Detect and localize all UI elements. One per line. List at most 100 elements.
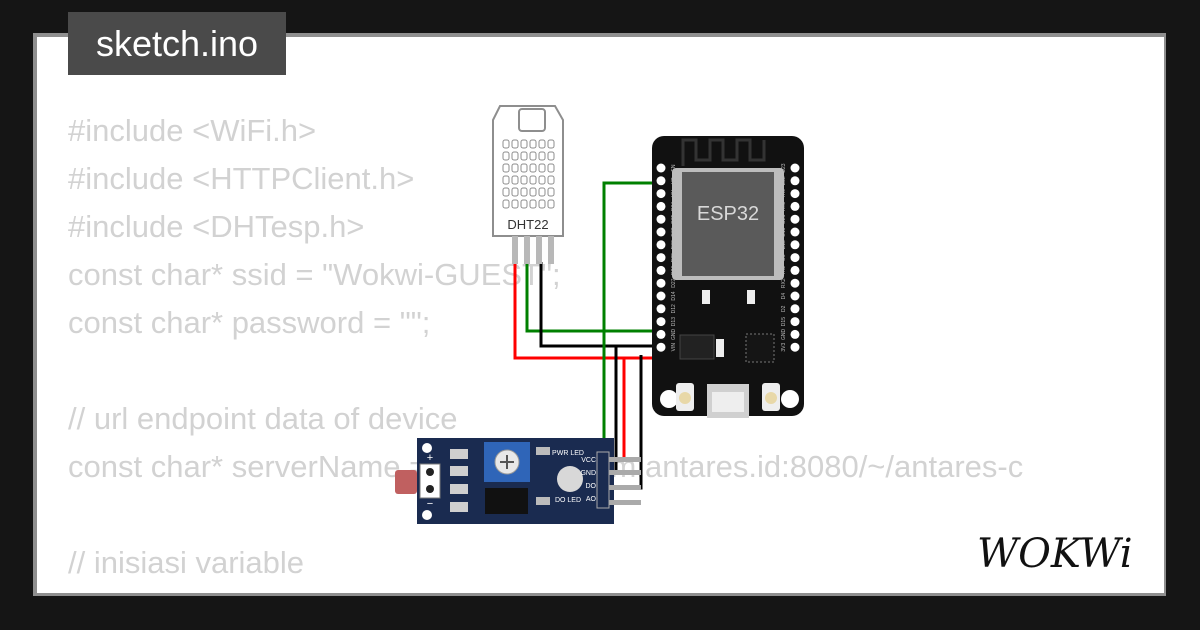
vent-slot bbox=[547, 163, 555, 173]
code-line: // url endpoint data of device bbox=[68, 401, 458, 436]
esp32-pin-pad[interactable] bbox=[656, 240, 666, 250]
esp32-pin-pad[interactable] bbox=[790, 342, 800, 352]
vent-slot bbox=[520, 151, 528, 161]
esp32-pin-pad[interactable] bbox=[656, 291, 666, 301]
vent-slot bbox=[529, 199, 537, 209]
dht22-vent-grid bbox=[502, 139, 555, 209]
esp32-pin-pad[interactable] bbox=[656, 304, 666, 314]
esp32-pin-pad[interactable] bbox=[656, 342, 666, 352]
esp32-pin-label: D2 bbox=[781, 305, 787, 312]
esp32-pin-pad[interactable] bbox=[656, 201, 666, 211]
ldr-pin-label: AO bbox=[586, 496, 597, 503]
esp32-pin-pad[interactable] bbox=[656, 329, 666, 339]
esp32-pin-label: D12 bbox=[671, 304, 677, 313]
esp32-pin-pad[interactable] bbox=[790, 240, 800, 250]
svg-text:WOKWi: WOKWi bbox=[977, 531, 1133, 577]
esp32-pin-pad[interactable] bbox=[790, 201, 800, 211]
esp32-pin-label: D15 bbox=[781, 317, 787, 326]
code-line: #include <DHTesp.h> bbox=[68, 209, 365, 244]
do-led-label: DO LED bbox=[555, 497, 581, 504]
esp32-pin-pad[interactable] bbox=[790, 214, 800, 224]
esp32-pin-label: TX2 bbox=[781, 266, 787, 275]
esp32-pin-label: D13 bbox=[671, 317, 677, 326]
code-line: #include <WiFi.h> bbox=[68, 113, 317, 148]
code-editor: #include <WiFi.h>#include <HTTPClient.h>… bbox=[68, 107, 1023, 593]
esp32-pin-label: D27 bbox=[671, 278, 677, 287]
esp32-pin-pad[interactable] bbox=[656, 189, 666, 199]
esp32-pin-pad[interactable] bbox=[790, 227, 800, 237]
esp32-pin-label: D23 bbox=[781, 163, 787, 172]
esp32-pin-label: D26 bbox=[671, 266, 677, 275]
vent-slot bbox=[520, 163, 528, 173]
vent-slot bbox=[502, 139, 510, 149]
esp32-label: ESP32 bbox=[697, 203, 759, 225]
esp32-pin-pad[interactable] bbox=[656, 317, 666, 327]
esp32-pin-pad[interactable] bbox=[790, 329, 800, 339]
code-line: // inisiasi variable bbox=[68, 545, 305, 580]
preview-card: #include <WiFi.h>#include <HTTPClient.h>… bbox=[37, 37, 1164, 593]
code-line: const char* password = ""; bbox=[68, 305, 431, 340]
esp32-pin-pad[interactable] bbox=[790, 265, 800, 275]
esp32-pin-label: VN bbox=[671, 190, 677, 197]
vent-slot bbox=[538, 199, 546, 209]
esp32-pin-label: GND bbox=[671, 328, 677, 340]
esp32-pin-pad[interactable] bbox=[790, 189, 800, 199]
vent-slot bbox=[502, 175, 510, 185]
esp32-pin-pad[interactable] bbox=[656, 253, 666, 263]
vent-slot bbox=[538, 139, 546, 149]
esp32-pin-label: D18 bbox=[781, 240, 787, 249]
ldr-minus-label: − bbox=[427, 498, 433, 510]
vent-slot bbox=[538, 187, 546, 197]
vent-slot bbox=[511, 139, 519, 149]
esp32-pin-pad[interactable] bbox=[790, 278, 800, 288]
photoresistor bbox=[395, 470, 417, 494]
esp32-mount-hole bbox=[781, 390, 799, 408]
esp32-pin-pad[interactable] bbox=[790, 253, 800, 263]
vent-slot bbox=[520, 139, 528, 149]
esp32-pin-label: D14 bbox=[671, 291, 677, 300]
vent-slot bbox=[520, 175, 528, 185]
vent-slot bbox=[547, 151, 555, 161]
esp32-pin-label: D22 bbox=[781, 176, 787, 185]
esp32-pin-pad[interactable] bbox=[656, 227, 666, 237]
vent-slot bbox=[502, 151, 510, 161]
vent-slot bbox=[502, 187, 510, 197]
esp32-pin-pad[interactable] bbox=[790, 317, 800, 327]
vent-slot bbox=[547, 175, 555, 185]
esp32-pin-label: EN bbox=[671, 164, 677, 171]
esp32-pin-pad[interactable] bbox=[656, 265, 666, 275]
vent-slot bbox=[538, 151, 546, 161]
esp32-pin-label: 3V3 bbox=[781, 343, 787, 352]
vent-slot bbox=[511, 151, 519, 161]
code-line: const char* ssid = "Wokwi-GUEST"; bbox=[68, 257, 561, 292]
led-icon bbox=[557, 466, 583, 492]
vent-slot bbox=[529, 175, 537, 185]
file-tab[interactable]: sketch.ino bbox=[68, 12, 286, 75]
esp32-pin-pad[interactable] bbox=[656, 163, 666, 173]
esp32-pin-pad[interactable] bbox=[656, 278, 666, 288]
esp32-pin-pad[interactable] bbox=[790, 176, 800, 186]
esp32-pin-label: D33 bbox=[671, 240, 677, 249]
vent-slot bbox=[511, 175, 519, 185]
esp32-pin-label: GND bbox=[781, 328, 787, 340]
esp32-pin-pad[interactable] bbox=[656, 176, 666, 186]
pwr-led-label: PWR LED bbox=[552, 450, 584, 457]
esp32-pin-label: TX0 bbox=[781, 189, 787, 198]
esp32-pin-label: RX0 bbox=[781, 201, 787, 211]
dht22-sensor[interactable]: DHT22 bbox=[492, 105, 564, 264]
ldr-plus-label: + bbox=[427, 452, 433, 464]
vent-slot bbox=[511, 187, 519, 197]
vent-slot bbox=[547, 199, 555, 209]
esp32-pin-pad[interactable] bbox=[790, 304, 800, 314]
esp32-pin-pad[interactable] bbox=[656, 214, 666, 224]
vent-slot bbox=[502, 163, 510, 173]
esp32-pin-pad[interactable] bbox=[790, 291, 800, 301]
esp32-pin-pad[interactable] bbox=[790, 163, 800, 173]
vent-slot bbox=[529, 163, 537, 173]
vent-slot bbox=[511, 163, 519, 173]
vent-slot bbox=[529, 139, 537, 149]
